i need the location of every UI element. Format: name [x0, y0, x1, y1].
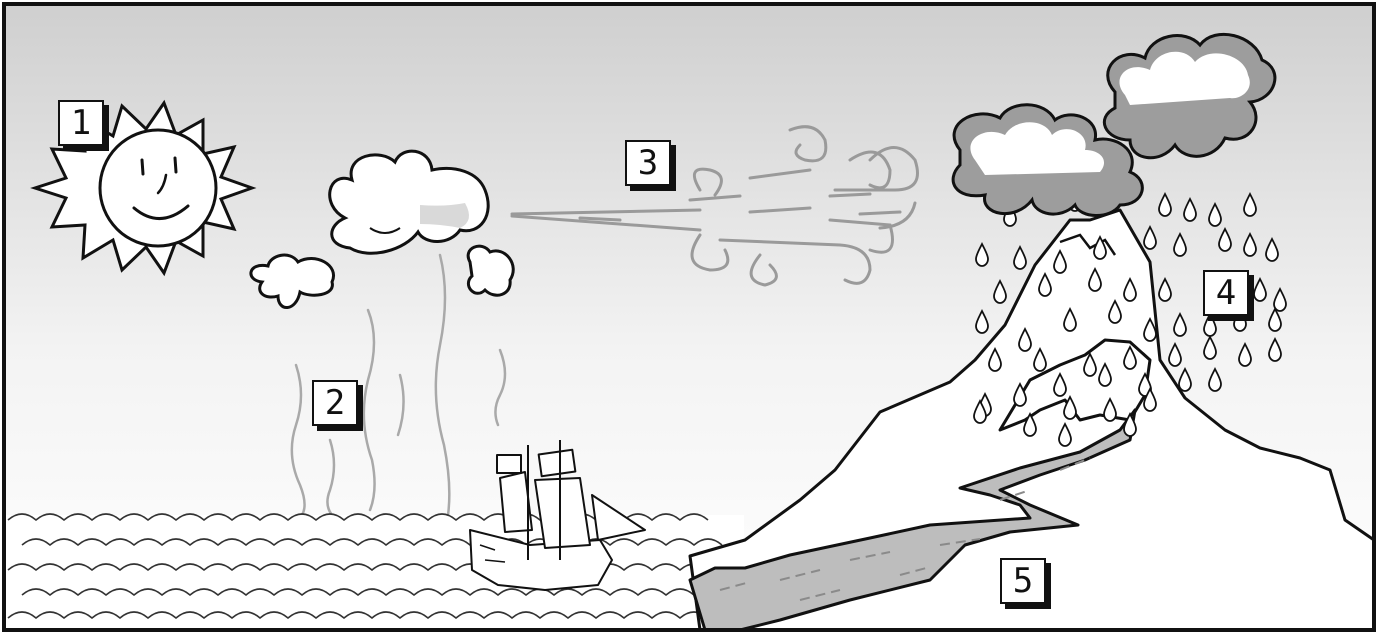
label-evaporation: 2 — [312, 380, 358, 426]
label-rain: 4 — [1203, 270, 1249, 316]
label-wind: 3 — [625, 140, 671, 186]
label-river: 5 — [1000, 558, 1046, 604]
label-sun: 1 — [58, 100, 104, 146]
